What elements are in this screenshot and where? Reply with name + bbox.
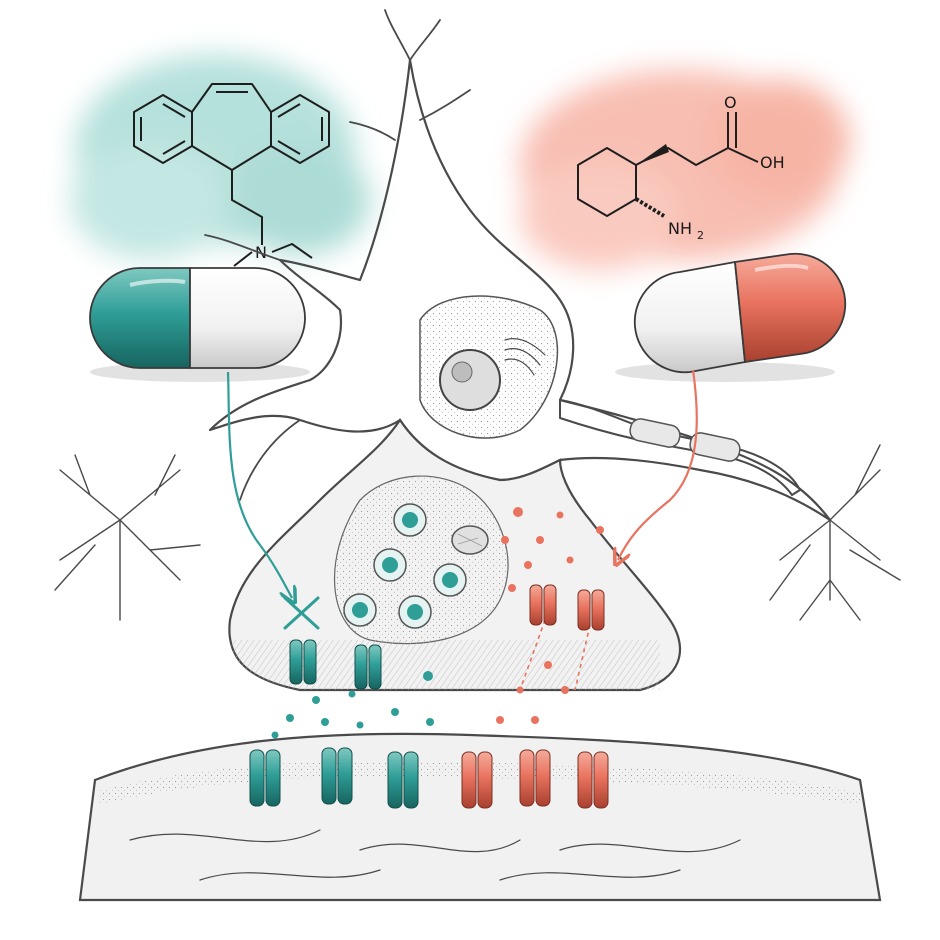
coral-receptor [519, 749, 551, 807]
right-molecule-structure [577, 112, 759, 218]
coral-receptor [529, 584, 557, 626]
presynaptic-coral-receptors [529, 584, 605, 631]
capsule-white-coral-icon [615, 252, 847, 382]
vesicle [373, 548, 407, 582]
hydroxyl-label: OH [760, 153, 785, 172]
teal-drug-arrow [226, 371, 292, 598]
vesicle [398, 595, 432, 629]
golgi-apparatus [504, 338, 546, 376]
left-watercolor-cloud [70, 55, 370, 260]
myelin-sheath [629, 418, 681, 448]
vesicle [393, 503, 427, 537]
neuron-dendrites [204, 9, 471, 501]
coral-receptor [461, 751, 493, 809]
postsynaptic-coral-receptors [461, 749, 609, 809]
vesicle [343, 593, 377, 627]
coral-drug-arrow [618, 369, 698, 560]
carbonyl-oxygen-label: O [724, 93, 737, 112]
presynaptic-terminal [228, 418, 682, 692]
teal-receptor [249, 749, 281, 807]
amine-label: NH [668, 219, 692, 238]
vesicle [433, 563, 467, 597]
postsynaptic-teal-receptors [249, 747, 419, 809]
coral-receptor [577, 589, 605, 631]
amine-subscript: 2 [697, 229, 704, 242]
left-branching-neuron [54, 454, 201, 621]
teal-receptor [321, 747, 353, 805]
right-watercolor-cloud [520, 70, 850, 270]
cell-cytoplasm [419, 295, 559, 439]
teal-receptor [387, 751, 419, 809]
presynaptic-teal-transporters [289, 639, 382, 690]
coral-dashed-paths [519, 619, 591, 691]
nucleolus [451, 361, 473, 383]
nucleus [439, 349, 501, 411]
mitochondrion [451, 525, 489, 555]
right-branching-neuron [769, 444, 901, 621]
axon [559, 399, 801, 496]
coral-receptor [577, 751, 609, 809]
myelin-sheath [689, 432, 741, 462]
teal-transporter [289, 639, 317, 685]
left-molecule-structure [133, 83, 330, 267]
synaptic-vesicles [343, 503, 489, 629]
capsule-teal-white-icon [89, 267, 310, 382]
wedge-bond [636, 144, 669, 165]
teal-transporter [354, 644, 382, 690]
